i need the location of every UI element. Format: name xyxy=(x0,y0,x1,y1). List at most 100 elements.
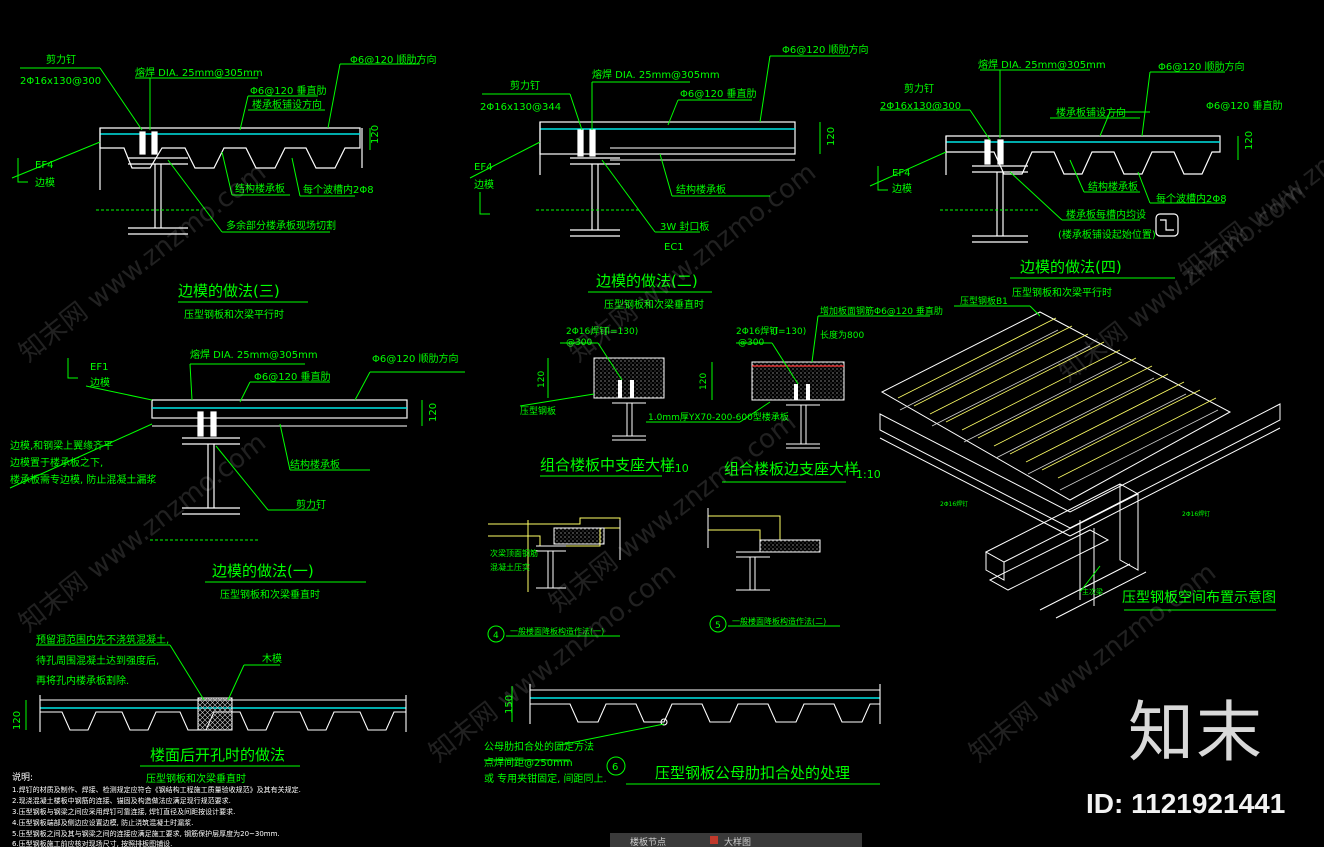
detail-two-leaders xyxy=(469,55,850,293)
iso-right-label: 2Φ16焊钉 xyxy=(1182,510,1210,518)
note-line: 2.现浇混凝土楼板中钢筋的连接、锚固及构造做法应满足现行规范要求. xyxy=(12,796,231,805)
d2-weld-3w: 3W 封口板 xyxy=(660,220,709,233)
d2-ec: EC1 xyxy=(664,242,684,253)
d2-edge: 边模 xyxy=(474,179,494,191)
s2-title: 组合楼板边支座大样 xyxy=(724,460,859,478)
detail-three xyxy=(99,127,363,235)
d3-shear-spec: 2Φ16x130@300 xyxy=(20,76,101,87)
s1-title: 组合楼板中支座大样 xyxy=(540,456,675,474)
bl-note2: 待孔周围混凝土达到强度后, xyxy=(36,654,159,667)
d1-bar2: Φ6@120 垂直肋 xyxy=(254,370,331,383)
s1-len: (l=130) xyxy=(604,327,638,337)
s2-dim: 120 xyxy=(699,373,709,390)
d3-deck-note: 楼承板铺设方向 xyxy=(252,98,322,111)
d2-struct-deck: 结构楼承板 xyxy=(676,183,726,196)
note-line: 4.压型钢板端部及侧边应设置边模, 防止浇筑混凝土时漏浆. xyxy=(12,818,193,827)
isometric-deck xyxy=(879,311,1281,619)
d1-struct-deck: 结构楼承板 xyxy=(290,458,340,471)
bl-wood: 木模 xyxy=(262,653,282,665)
d3-dim: 120 xyxy=(370,125,381,144)
d4-struct-deck: 结构楼承板 xyxy=(1088,180,1138,193)
bc-title: 压型钢板公母肋扣合处的处理 xyxy=(655,764,850,782)
deck-profile xyxy=(99,127,361,169)
s2-top: 增加板面钢筋Φ6@120 垂直肋 xyxy=(820,305,943,317)
s2-len: (l=130) xyxy=(772,327,806,337)
s2-top2: 长度为800 xyxy=(820,329,864,341)
s1-label: 2Φ16焊钉 xyxy=(566,325,608,337)
bl-note1: 预留洞范围内先不浇筑混凝土, xyxy=(36,633,169,646)
d3-title: 边模的做法(三) xyxy=(178,282,280,300)
d1-left2: 边模置于楼承板之下, xyxy=(10,456,103,469)
d2-title: 边模的做法(二) xyxy=(596,272,698,290)
d3-weld: 熔焊 DIA. 25mm@305mm xyxy=(135,66,263,79)
detail-one-leaders xyxy=(9,358,465,583)
shear-stud xyxy=(151,131,158,155)
iso-title: 压型钢板空间布置示意图 xyxy=(1122,589,1276,606)
d4s-note2: 混凝土压实 xyxy=(490,562,530,572)
iso-beam-label: 主次梁 xyxy=(1082,587,1103,596)
d1-bar1: Φ6@120 顺肋方向 xyxy=(372,352,459,365)
bc-note3: 或 专用夹钳固定, 间距同上. xyxy=(484,772,607,785)
d2-bar1: Φ6@120 顺肋方向 xyxy=(782,43,869,56)
d1-shear: 剪力钉 xyxy=(296,498,326,511)
d2-subtitle: 压型钢板和次梁垂直时 xyxy=(604,298,704,311)
d4-bar1: Φ6@120 顺肋方向 xyxy=(1158,60,1245,73)
d4-title: 边模的做法(四) xyxy=(1020,258,1122,276)
d2-dim: 120 xyxy=(826,127,837,146)
s2-at: @300 xyxy=(738,338,764,348)
file-icon xyxy=(710,836,718,844)
d3-struct-deck: 结构楼承板 xyxy=(235,182,285,195)
taskbar-tab[interactable]: 楼板节点 xyxy=(630,838,667,847)
d4-ef: EF4 xyxy=(892,168,910,179)
detail-three-leaders xyxy=(11,63,420,303)
d5s-circle: 5 xyxy=(715,621,721,631)
d4-note1: 楼承板每槽内均设 xyxy=(1066,208,1146,221)
taskbar-tab[interactable]: 大样图 xyxy=(724,838,752,847)
bl-note3: 再将孔内楼承板割除. xyxy=(36,674,129,687)
d4-note2: (楼承板铺设起始位置) xyxy=(1058,228,1156,241)
bc-dim: 150 xyxy=(504,695,515,714)
d4-every-rib: 每个波槽内2Φ8 xyxy=(1156,192,1227,205)
d1-subtitle: 压型钢板和次梁垂直时 xyxy=(220,588,320,601)
d2-ef: EF4 xyxy=(474,162,492,173)
d4-deck-note: 楼承板铺设方向 xyxy=(1056,106,1126,119)
drop-slab-detail-4: 次梁顶面钢筋 混凝土压实 4 一般楼面降板构造作法(一) xyxy=(487,517,621,643)
s2-scale: 1:10 xyxy=(856,468,881,481)
bc-note2: 点焊间距@250mm xyxy=(484,756,573,769)
bc-note1: 公母肋扣合处的固定方法 xyxy=(484,740,594,753)
d3-ef: EF4 xyxy=(35,160,53,171)
detail-two xyxy=(539,121,796,237)
rib-interlock-detail: 150 公母肋扣合处的固定方法 点焊间距@250mm 或 专用夹钳固定, 间距同… xyxy=(484,684,881,785)
d3-shear: 剪力钉 xyxy=(46,53,76,66)
note-line: 6.压型钢板施工前应核对现场尺寸, 按照排板图铺设. xyxy=(12,839,172,847)
d3-bar2: Φ6@120 垂直肋 xyxy=(250,84,327,97)
d4s-caption: 一般楼面降板构造作法(一) xyxy=(510,626,604,636)
d3-every-rib: 每个波槽内2Φ8 xyxy=(303,183,374,196)
bl-dim: 120 xyxy=(12,711,23,730)
d1-title: 边模的做法(一) xyxy=(212,562,314,580)
isometric-leaders xyxy=(954,305,1276,611)
d4-shear-spec: 2Φ16x130@300 xyxy=(880,101,961,112)
post-opening-detail: 预留洞范围内先不浇筑混凝土, 待孔周围混凝土达到强度后, 再将孔内楼承板割除. … xyxy=(12,633,407,847)
d2-shear-spec: 2Φ16x130@344 xyxy=(480,102,561,113)
d3-subtitle: 压型钢板和次梁平行时 xyxy=(184,308,284,321)
detail-one xyxy=(151,399,408,515)
brand-logo: 知末 xyxy=(1128,694,1264,771)
d1-edge: 边模 xyxy=(90,377,110,389)
d4s-circle: 4 xyxy=(493,631,499,641)
detail-four-leaders xyxy=(869,69,1239,279)
general-notes: 说明: 1.焊钉的材质及制作、焊接、检测规定应符合《钢结构工程施工质量验收规范》… xyxy=(12,771,301,847)
d4s-note: 次梁顶面钢筋 xyxy=(490,548,538,558)
drop-slab-detail-5: 5 一般楼面降板构造作法(二) xyxy=(707,508,840,633)
brand-id: ID: 1121921441 xyxy=(1086,788,1286,819)
d3-bar1: Φ6@120 顺肋方向 xyxy=(350,53,437,66)
deck-ribs xyxy=(897,317,1217,479)
iso-deck-label: 压型钢板B1 xyxy=(960,295,1008,307)
s1-at: @300 xyxy=(566,338,592,348)
taskbar-strip: 楼板节点 大样图 xyxy=(610,833,862,847)
s2-deck: 1.0mm厚YX70-200-600型楼承板 xyxy=(648,411,789,423)
d1-dim: 120 xyxy=(428,403,439,422)
d2-bar2: Φ6@120 垂直肋 xyxy=(680,87,757,100)
d4-shear: 剪力钉 xyxy=(904,82,934,95)
